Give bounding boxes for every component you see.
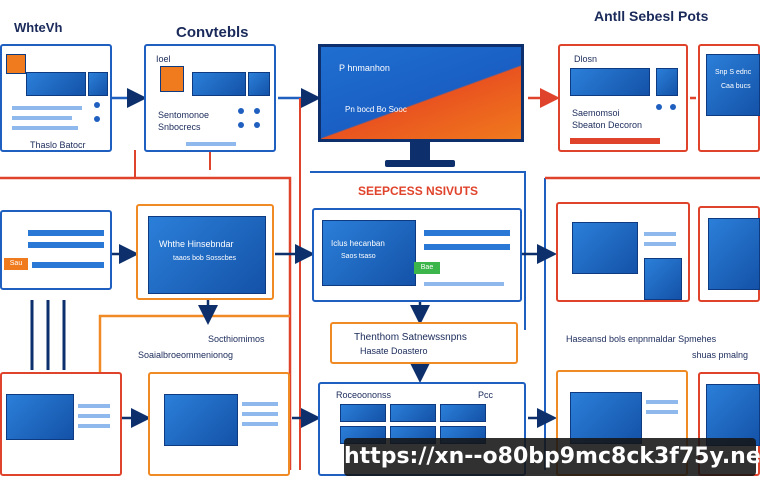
card-side-screen bbox=[656, 68, 678, 96]
panel-subtitle: Saos tsaso bbox=[341, 253, 376, 260]
mid-caption: Haseansd bols enpnmaldar Spmehes bbox=[566, 334, 717, 344]
panel-subtitle: Hasate Doastero bbox=[360, 346, 428, 356]
card-caption: Thaslo Batocr bbox=[30, 140, 86, 150]
card-center-info: Thenthom Satnewssnpns Hasate Doastero bbox=[330, 322, 518, 364]
mid-caption: Soaialbroeommenionog bbox=[138, 350, 234, 360]
card-line bbox=[12, 106, 82, 110]
card-screen: Whthe Hinsebndar taaos bob Sosscbes bbox=[148, 216, 266, 294]
card-line bbox=[242, 422, 278, 426]
card-line bbox=[12, 126, 78, 130]
title-top-right: Antll Sebesl Pots bbox=[594, 8, 709, 24]
panel-title: Roceoononss bbox=[336, 390, 392, 400]
url-watermark: https://xn--o80bp9mc8ck3f75y.net bbox=[344, 438, 760, 476]
panel-title: Thenthom Satnewssnpns bbox=[354, 332, 467, 343]
card-line bbox=[644, 242, 676, 246]
card-icon bbox=[160, 66, 184, 92]
card-line bbox=[78, 404, 110, 408]
card-screen: Iclus hecanban Saos tsaso bbox=[322, 220, 416, 286]
gear-icon bbox=[254, 108, 260, 114]
card-top-left: Thaslo Batocr bbox=[0, 44, 112, 152]
card-line bbox=[12, 116, 72, 120]
card-line bbox=[646, 410, 678, 414]
card-caption: Snbocrecs bbox=[158, 122, 201, 132]
monitor-line: P hnmanhon bbox=[339, 63, 390, 73]
gear-icon bbox=[94, 102, 100, 108]
card-side-screen bbox=[248, 72, 270, 96]
grid-cell bbox=[440, 404, 486, 422]
card-far-right: Snp S ednc Caa bucs bbox=[698, 44, 760, 152]
card-side-screen bbox=[644, 258, 682, 300]
card-line: Caa bucs bbox=[721, 83, 751, 90]
card-bar bbox=[424, 244, 510, 250]
card-line bbox=[424, 282, 504, 286]
monitor-stand bbox=[410, 142, 430, 162]
card-icon bbox=[6, 54, 26, 74]
card-caption: Saemomsoi bbox=[572, 108, 620, 118]
card-caption: Sentomonoe bbox=[158, 110, 210, 120]
card-mid-far-right bbox=[698, 206, 760, 302]
card-line bbox=[242, 412, 278, 416]
card-screen bbox=[164, 394, 238, 446]
panel-tag: Pcc bbox=[478, 390, 494, 400]
title-top-center-left: Convtebls bbox=[176, 24, 249, 41]
card-screen bbox=[570, 392, 642, 444]
panel-title: Iclus hecanban bbox=[331, 239, 385, 248]
card-screen bbox=[572, 222, 638, 274]
card-bottom-center-left bbox=[148, 372, 290, 476]
card-line bbox=[186, 142, 236, 146]
mid-caption: shuas pmalng bbox=[692, 350, 749, 360]
gear-icon bbox=[238, 108, 244, 114]
card-line bbox=[242, 402, 278, 406]
card-screen bbox=[708, 218, 760, 290]
gear-icon bbox=[670, 104, 676, 110]
card-side-screen bbox=[88, 72, 108, 96]
card-screen bbox=[570, 68, 650, 96]
card-screen bbox=[192, 72, 246, 96]
card-header: Ioel bbox=[156, 54, 171, 64]
card-screen bbox=[26, 72, 86, 96]
card-bar bbox=[32, 262, 104, 268]
gear-icon bbox=[238, 122, 244, 128]
card-bar bbox=[28, 230, 104, 236]
mid-caption: Socthiomimos bbox=[208, 334, 265, 344]
card-screen: Snp S ednc Caa bucs bbox=[706, 54, 760, 116]
card-bar bbox=[28, 242, 104, 248]
card-bar bbox=[570, 138, 660, 144]
card-screen bbox=[706, 384, 760, 446]
card-mid-center: Iclus hecanban Saos tsaso Bae bbox=[312, 208, 522, 302]
card-mid-right bbox=[556, 202, 690, 302]
monitor-line: Pn bocd Bo Sooc bbox=[345, 105, 407, 114]
orange-button[interactable]: Sau bbox=[4, 258, 28, 270]
gear-icon bbox=[254, 122, 260, 128]
gear-icon bbox=[94, 116, 100, 122]
card-bar bbox=[424, 230, 510, 236]
card-caption: Sbeaton Decoron bbox=[572, 120, 643, 130]
panel-subtitle: taaos bob Sosscbes bbox=[173, 255, 237, 262]
mid-banner: SEEPCESS NSIVUTS bbox=[358, 184, 479, 198]
grid-cell bbox=[340, 404, 386, 422]
green-button[interactable]: Bae bbox=[414, 262, 440, 274]
grid-cell bbox=[390, 404, 436, 422]
monitor-base bbox=[385, 160, 455, 167]
monitor-screen: P hnmanhon Pn bocd Bo Sooc bbox=[318, 44, 524, 142]
gear-icon bbox=[656, 104, 662, 110]
card-top-center-left: Ioel Sentomonoe Snbocrecs bbox=[144, 44, 276, 152]
card-mid-left: Sau bbox=[0, 210, 112, 290]
card-bottom-left bbox=[0, 372, 122, 476]
card-line bbox=[78, 424, 110, 428]
card-line: Snp S ednc bbox=[715, 69, 752, 76]
card-line bbox=[644, 232, 676, 236]
card-line bbox=[78, 414, 110, 418]
card-line bbox=[646, 400, 678, 404]
card-top-right: Dlosn Saemomsoi Sbeaton Decoron bbox=[558, 44, 688, 152]
card-mid-center-left: Whthe Hinsebndar taaos bob Sosscbes bbox=[136, 204, 274, 300]
card-header: Dlosn bbox=[574, 54, 598, 64]
title-top-left: WhteVh bbox=[14, 20, 63, 35]
card-screen bbox=[6, 394, 74, 440]
panel-title: Whthe Hinsebndar bbox=[159, 239, 234, 249]
